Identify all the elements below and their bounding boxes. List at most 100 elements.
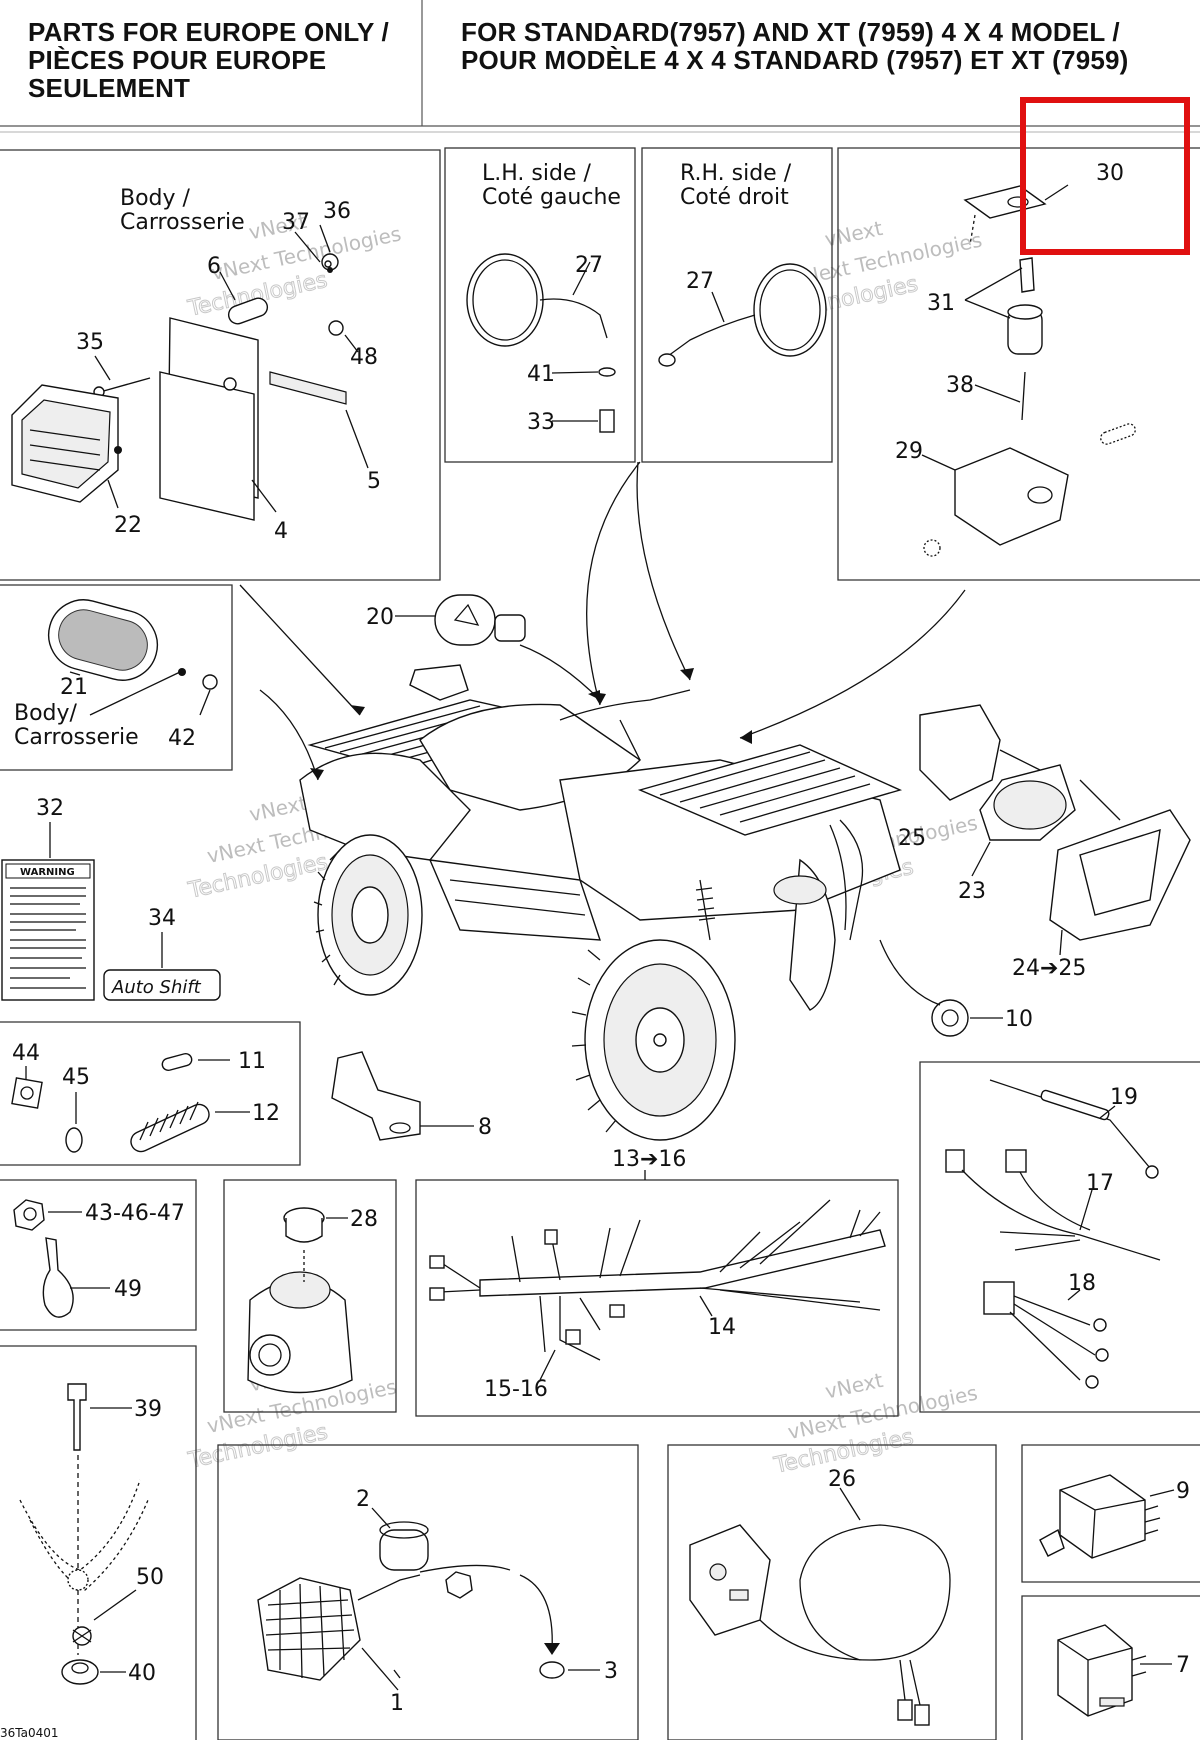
box-relay-7 [1021, 1595, 1200, 1740]
callout-9: 9 [1176, 1479, 1190, 1504]
caption-carrosserie: Carrosserie [120, 210, 245, 235]
callout-15-16: 15-16 [484, 1377, 548, 1402]
leader [393, 1669, 401, 1679]
o-ring-45 [65, 1127, 83, 1153]
box-small-parts [0, 1021, 301, 1166]
callout-32: 32 [36, 796, 64, 821]
adapter-33 [599, 409, 615, 433]
mirror-left-glass [472, 259, 538, 341]
callout-27-right: 27 [686, 269, 714, 294]
leader [971, 841, 991, 877]
mount-outline [19, 1479, 149, 1591]
leader [251, 479, 277, 513]
screw-35 [99, 377, 151, 393]
relay-9-pins [1144, 1505, 1161, 1535]
mount-hole [67, 1569, 89, 1591]
box-bolt [0, 1345, 197, 1740]
leader [107, 479, 119, 509]
callout-22: 22 [114, 513, 142, 538]
nut-hole [71, 1662, 89, 1674]
nut-42 [202, 674, 218, 690]
callout-42: 42 [168, 726, 196, 751]
cover-screw [1100, 423, 1136, 445]
carburetor-port [249, 1334, 291, 1376]
relay-7 [1057, 1624, 1133, 1717]
turn-signal-lens-grid [265, 1583, 355, 1679]
mirror-right-glass [759, 269, 821, 351]
pin-38 [1021, 371, 1026, 421]
leader [361, 1647, 399, 1691]
arrow-head [350, 705, 365, 715]
arrow-head [740, 730, 752, 744]
arrow-head [544, 1643, 560, 1655]
relay-9-edges [1059, 1489, 1146, 1559]
turn-signal-wire [419, 1564, 511, 1573]
header-right-title: FOR STANDARD(7957) AND XT (7959) 4 X 4 M… [461, 18, 1129, 74]
caption-body-left: Body/ [14, 701, 78, 726]
grommet-body [285, 1218, 323, 1243]
washer-3 [539, 1661, 565, 1679]
callout-21: 21 [60, 675, 88, 700]
leader [711, 291, 725, 323]
plate-hole [223, 377, 237, 391]
wire-19 [989, 1079, 1159, 1179]
callout-41: 41 [527, 362, 555, 387]
caption-body: Body / [120, 186, 191, 211]
key-31 [1019, 257, 1035, 293]
switch-cable-ends [899, 1659, 921, 1706]
connector-11 [161, 1052, 193, 1072]
figure-code: 36Ta0401 [0, 1726, 59, 1740]
horn-10 [931, 999, 969, 1037]
switch-connector [897, 1699, 913, 1721]
washer-37 [327, 267, 333, 273]
leader [371, 1507, 391, 1529]
spacer [227, 297, 269, 325]
watermark-bottom-right: vNext vNext Technologies Technologies [771, 1368, 980, 1480]
gasket-hole [20, 1086, 34, 1100]
callout-38: 38 [946, 373, 974, 398]
arrow-head [680, 668, 694, 680]
washer-teeth [72, 1629, 92, 1643]
switch-cable [759, 1524, 951, 1661]
svg-text:vNext: vNext [247, 791, 309, 827]
callout-23: 23 [958, 879, 986, 904]
bracket-30 [963, 185, 1047, 219]
handlebar-switch-26 [689, 1524, 771, 1636]
cover-nut [923, 539, 941, 557]
leader [93, 1589, 137, 1621]
headlamp-connector [999, 749, 1121, 821]
leader [69, 671, 81, 676]
nut [445, 1571, 473, 1599]
callout-30: 30 [1096, 161, 1124, 186]
leader [1099, 1105, 1116, 1119]
nut-43-46-47 [13, 1199, 45, 1231]
caption-cote-gauche: Coté gauche [482, 185, 621, 210]
arrow-head [588, 690, 600, 700]
box-switch [667, 1444, 997, 1740]
callout-31: 31 [927, 291, 955, 316]
grommet-2 [379, 1529, 429, 1571]
mirror-left-arm [539, 298, 608, 339]
leader [551, 371, 599, 374]
leader [974, 384, 1021, 403]
switch-button [729, 1589, 749, 1601]
bracket-hole [389, 1122, 411, 1134]
arrow-head [310, 768, 324, 780]
leader [294, 231, 321, 263]
callout-12: 12 [252, 1101, 280, 1126]
atv-vehicle [299, 664, 903, 1141]
box-rh-side [641, 147, 833, 463]
wire-harness-17 [945, 1149, 1161, 1261]
caption-carrosserie-left: Carrosserie [14, 725, 139, 750]
callout-25: 25 [898, 826, 926, 851]
callout-6: 6 [207, 254, 221, 279]
relay-7-pins [1131, 1655, 1147, 1677]
leader [1044, 184, 1069, 201]
callout-40: 40 [128, 1661, 156, 1686]
header-right-line: POUR MODÈLE 4 X 4 STANDARD (7957) ET XT … [461, 45, 1129, 75]
leader [319, 224, 331, 253]
leader [94, 355, 111, 381]
headlamp-housing-25 [919, 704, 1001, 801]
arrow-line [239, 584, 361, 716]
